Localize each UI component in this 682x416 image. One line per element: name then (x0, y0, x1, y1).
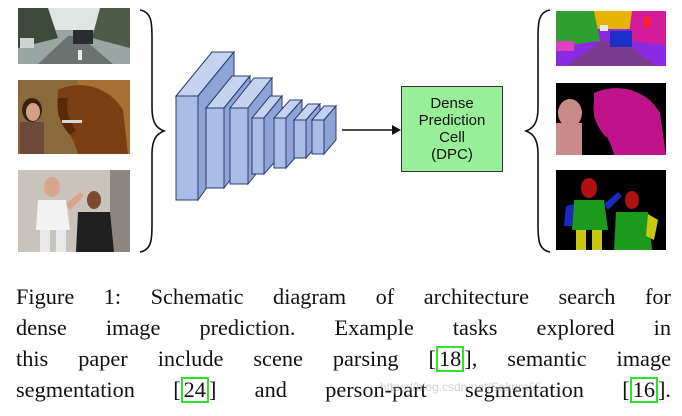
figure-caption: Figure 1: Schematic diagram of architect… (16, 281, 671, 405)
caption-line-3-suffix: ], semantic image (464, 346, 672, 371)
output-semantic-segmentation (556, 83, 666, 155)
caption-line-2: dense image prediction. Example tasks ex… (16, 315, 671, 340)
caption-line-4: segmentation [24] and person-part segmen… (16, 374, 671, 405)
watermark-text: https://blog.csdn.net/Sakura55 (380, 380, 543, 394)
input-image-horse (18, 80, 130, 154)
caption-line-4-suffix: ]. (658, 377, 671, 402)
caption-line-3-prefix: this paper include scene parsing [ (16, 346, 436, 371)
caption-line-1: Figure 1: Schematic diagram of architect… (16, 284, 671, 309)
output-person-part-segmentation (556, 170, 666, 250)
input-image-street (18, 8, 130, 64)
dpc-line-4: (DPC) (431, 146, 473, 163)
figure-diagram: Dense Prediction Cell (DPC) (18, 8, 666, 253)
dpc-line-3: Cell (439, 129, 465, 146)
arrow-to-dpc (342, 125, 401, 135)
citation-ref-18[interactable]: 18 (435, 346, 465, 372)
right-brace (524, 9, 551, 253)
network-backbone (174, 50, 338, 202)
dpc-line-1: Dense (430, 95, 474, 112)
citation-ref-16[interactable]: 16 (629, 377, 658, 403)
caption-line-3: this paper include scene parsing [18], s… (16, 343, 671, 374)
caption-line-4-middle: ] and person-part segmentation [ (208, 377, 630, 402)
citation-ref-24[interactable]: 24 (180, 377, 209, 403)
left-brace (139, 9, 166, 253)
dense-prediction-cell-box: Dense Prediction Cell (DPC) (401, 86, 503, 172)
input-image-people (18, 170, 130, 252)
dpc-line-2: Prediction (418, 112, 486, 129)
caption-line-4-prefix: segmentation [ (16, 377, 181, 402)
output-scene-parsing (556, 11, 666, 66)
